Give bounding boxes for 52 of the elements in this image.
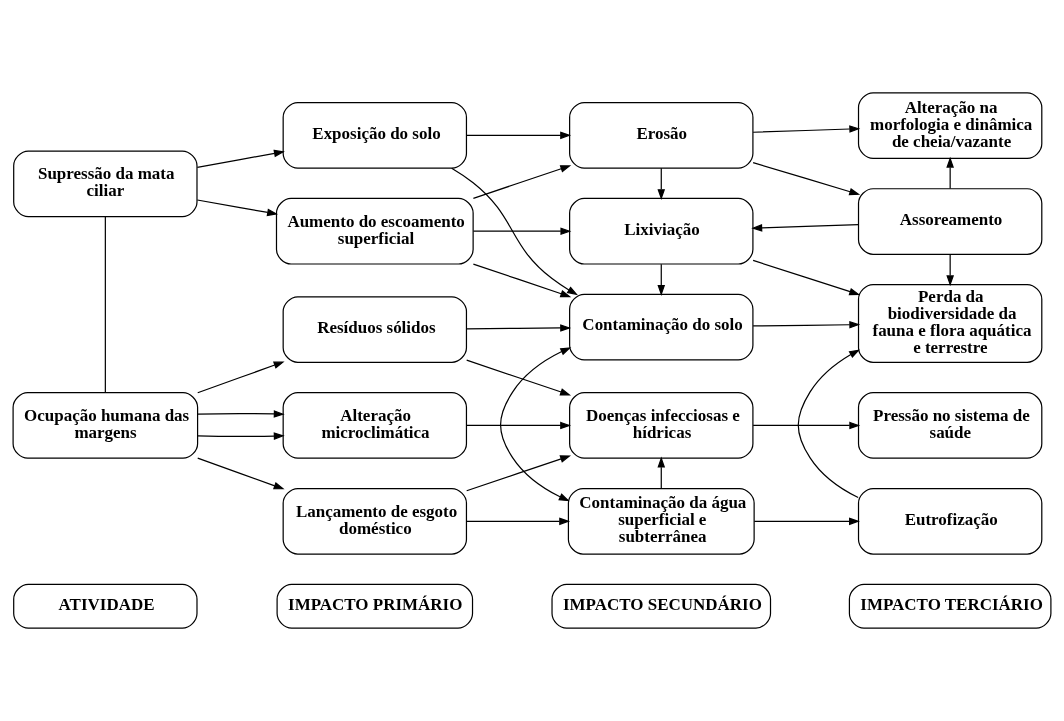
node-box: Eutrofização: [857, 487, 1043, 555]
node-box: Exposição do solo: [282, 101, 468, 169]
arrow: [466, 359, 572, 396]
arrow: [466, 131, 572, 140]
arrow: [197, 432, 285, 440]
arrow: [797, 349, 860, 499]
node-box: Alteração microclimática: [282, 392, 468, 459]
arrow: [657, 263, 666, 296]
node-box: IMPACTO PRIMÁRIO: [276, 583, 474, 629]
node-box: Doenças infecciosas e hídricas: [569, 392, 754, 459]
arrow: [752, 162, 861, 196]
node-box: IMPACTO SECUNDÁRIO: [551, 583, 772, 629]
node-box: IMPACTO TERCIÁRIO: [848, 583, 1052, 629]
arrow: [946, 253, 954, 287]
arrow: [196, 149, 285, 168]
arrow: [753, 517, 860, 526]
arrow: [197, 457, 285, 490]
arrow: [752, 421, 861, 430]
node-box: Alteração na morfologia e dinâmica de cheia/vazante: [857, 92, 1043, 159]
node-box: Pressão no sistema de saúde: [857, 392, 1043, 459]
arrow: [751, 224, 859, 232]
arrow: [197, 361, 285, 394]
arrow: [752, 259, 861, 296]
arrow: [752, 320, 861, 329]
arrow: [946, 156, 954, 190]
arrow: [466, 455, 572, 492]
arrow: [657, 456, 666, 489]
node-box: Erosão: [569, 101, 754, 169]
arrow: [500, 347, 572, 502]
arrow: [657, 167, 666, 201]
arrow: [196, 199, 278, 217]
arrow: [197, 410, 285, 418]
arrow: [472, 165, 572, 199]
node-box: Aumento do escoamento superficial: [275, 197, 474, 265]
node-box: Resíduos sólidos: [282, 296, 468, 363]
node-box: Supressão da mata ciliar: [13, 150, 198, 218]
node-box: Ocupação humana das margens: [12, 392, 199, 459]
arrow: [466, 324, 572, 332]
arrow: [472, 227, 572, 236]
node-box: Assoreamento: [857, 188, 1043, 255]
node-box: Lixiviação: [569, 197, 754, 265]
arrow: [466, 421, 572, 430]
node-box: ATIVIDADE: [13, 583, 198, 629]
node-box: Contaminação do solo: [569, 293, 754, 361]
arrow: [752, 125, 861, 133]
node-box: Contaminação da água superficial e subterrânea: [567, 487, 755, 555]
arrow: [472, 263, 572, 298]
node-box: Perda da biodiversidade da fauna e flora aquática e terrestre: [857, 284, 1043, 363]
connector: [104, 216, 106, 393]
arrow: [466, 517, 571, 526]
node-box: Lançamento de esgoto doméstico: [282, 487, 468, 555]
arrow: [451, 167, 578, 296]
